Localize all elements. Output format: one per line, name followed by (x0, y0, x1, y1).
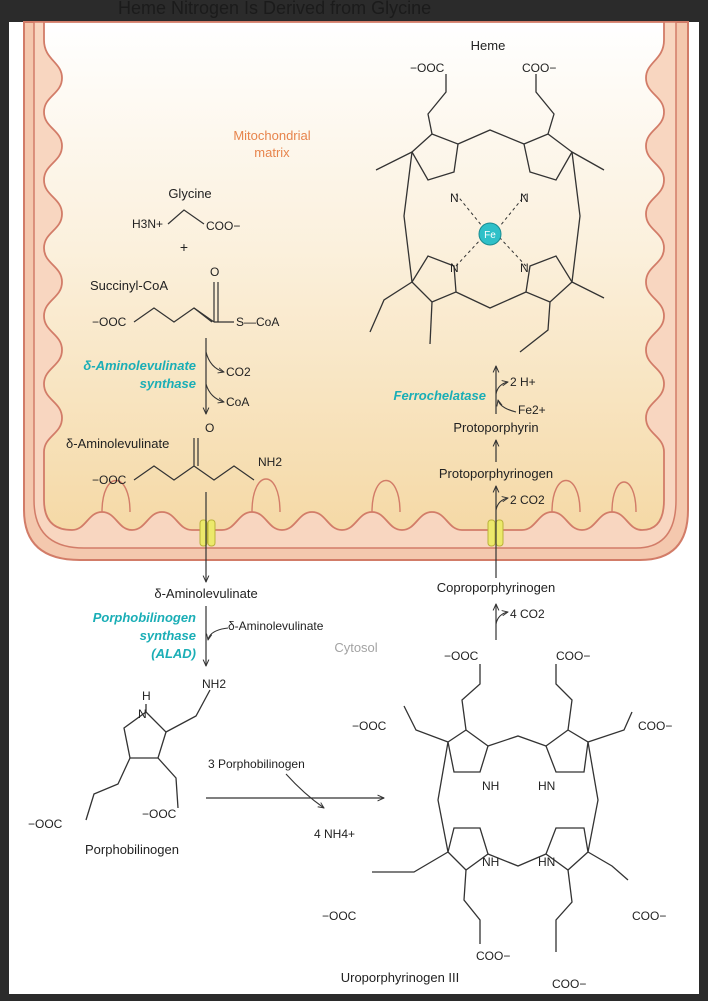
ala-mito-name: δ-Aminolevulinate (66, 436, 169, 451)
heme-name: Heme (471, 38, 506, 53)
ala-mito-amine: NH2 (258, 455, 282, 469)
fe2-cosubstrate: Fe2+ (518, 403, 546, 417)
left-frame (0, 0, 9, 1001)
heme-right-group: COO− (522, 61, 556, 75)
heme-n3: N (450, 261, 459, 275)
protoporphyrinogen-name: Protoporphyrinogen (439, 466, 553, 481)
iron-label: Fe (484, 230, 496, 241)
uro-group-5: −OOC (322, 909, 357, 923)
two-h-byproduct: 2 H+ (510, 375, 536, 389)
four-co2-byproduct: 4 CO2 (510, 607, 545, 621)
glycine-bonds (167, 209, 205, 225)
protoporphyrin-name: Protoporphyrin (453, 420, 538, 435)
uro-group-3: −OOC (352, 719, 387, 733)
pbg-acetate: −OOC (142, 807, 177, 821)
porphobilinogen-bonds (85, 689, 211, 821)
uro-group-2: COO− (556, 649, 590, 663)
ala-mito-bonds (133, 438, 255, 481)
succinyl-coa-name: Succinyl-CoA (90, 278, 168, 293)
glycine-amine: H3N+ (132, 217, 163, 231)
cristae-folds (101, 478, 637, 513)
uro-nh-3: NH (482, 855, 499, 869)
succinyl-coa-thioester: S—CoA (236, 315, 279, 329)
plus-sign: + (180, 239, 188, 255)
ala-synthase-label-line2: synthase (140, 376, 196, 391)
ferrochelatase-label: Ferrochelatase (394, 388, 487, 403)
pbg-synthase-label-line3: (ALAD) (151, 646, 196, 661)
figure-title: Heme Nitrogen Is Derived from Glycine (118, 0, 431, 18)
bottom-frame (0, 992, 708, 1001)
heme-porphyrin-bonds (369, 74, 605, 353)
co2-byproduct: CO2 (226, 365, 251, 379)
cytosol-label: Cytosol (334, 640, 377, 655)
glycine-name: Glycine (168, 186, 211, 201)
heme-n4: N (520, 261, 529, 275)
uro-group-8: COO− (552, 977, 586, 991)
transporter-left (199, 519, 216, 547)
coproporphyrinogen-name: Coproporphyrinogen (437, 580, 556, 595)
four-nh4-byproduct: 4 NH4+ (314, 827, 355, 841)
matrix-label-line1: Mitochondrial (233, 128, 310, 143)
right-frame (699, 0, 708, 1001)
ala-cyto-name: δ-Aminolevulinate (154, 586, 257, 601)
succinyl-coa-oxygen: O (210, 265, 219, 279)
succinyl-coa-left: −OOC (92, 315, 127, 329)
heme-left-group: −OOC (410, 61, 445, 75)
coa-byproduct: CoA (226, 395, 249, 409)
uro-nh-1: NH (482, 779, 499, 793)
heme-n1: N (450, 191, 459, 205)
pbg-n: N (138, 707, 147, 721)
heme-n2: N (520, 191, 529, 205)
uro-nh-2: HN (538, 779, 555, 793)
porphobilinogen-name: Porphobilinogen (85, 842, 179, 857)
three-pbg-label: 3 Porphobilinogen (208, 757, 305, 771)
iron-atom (478, 222, 502, 246)
uro-group-4: COO− (638, 719, 672, 733)
pbg-amine: NH2 (202, 677, 226, 691)
ala-synthase-label-line1: δ-Aminolevulinate (83, 358, 196, 373)
uro-group-7: COO− (476, 949, 510, 963)
pbg-synthase-label-line1: Porphobilinogen (93, 610, 196, 625)
ala-mito-oxygen: O (205, 421, 214, 435)
matrix-label-line2: matrix (254, 145, 290, 160)
uroporphyrinogen-bonds (372, 664, 633, 952)
uroporphyrinogen-name: Uroporphyrinogen III (341, 970, 460, 985)
pbg-propionate: −OOC (28, 817, 63, 831)
ala-mito-left: −OOC (92, 473, 127, 487)
pbg-h: H (142, 689, 151, 703)
pbg-synthase-label-line2: synthase (140, 628, 196, 643)
uro-group-1: −OOC (444, 649, 479, 663)
uro-nh-4: HN (538, 855, 555, 869)
mitochondrial-matrix (43, 21, 665, 531)
two-co2-byproduct: 2 CO2 (510, 493, 545, 507)
ala-cosubstrate: δ-Aminolevulinate (228, 619, 324, 633)
glycine-carboxylate: COO− (206, 219, 240, 233)
uro-group-6: COO− (632, 909, 666, 923)
